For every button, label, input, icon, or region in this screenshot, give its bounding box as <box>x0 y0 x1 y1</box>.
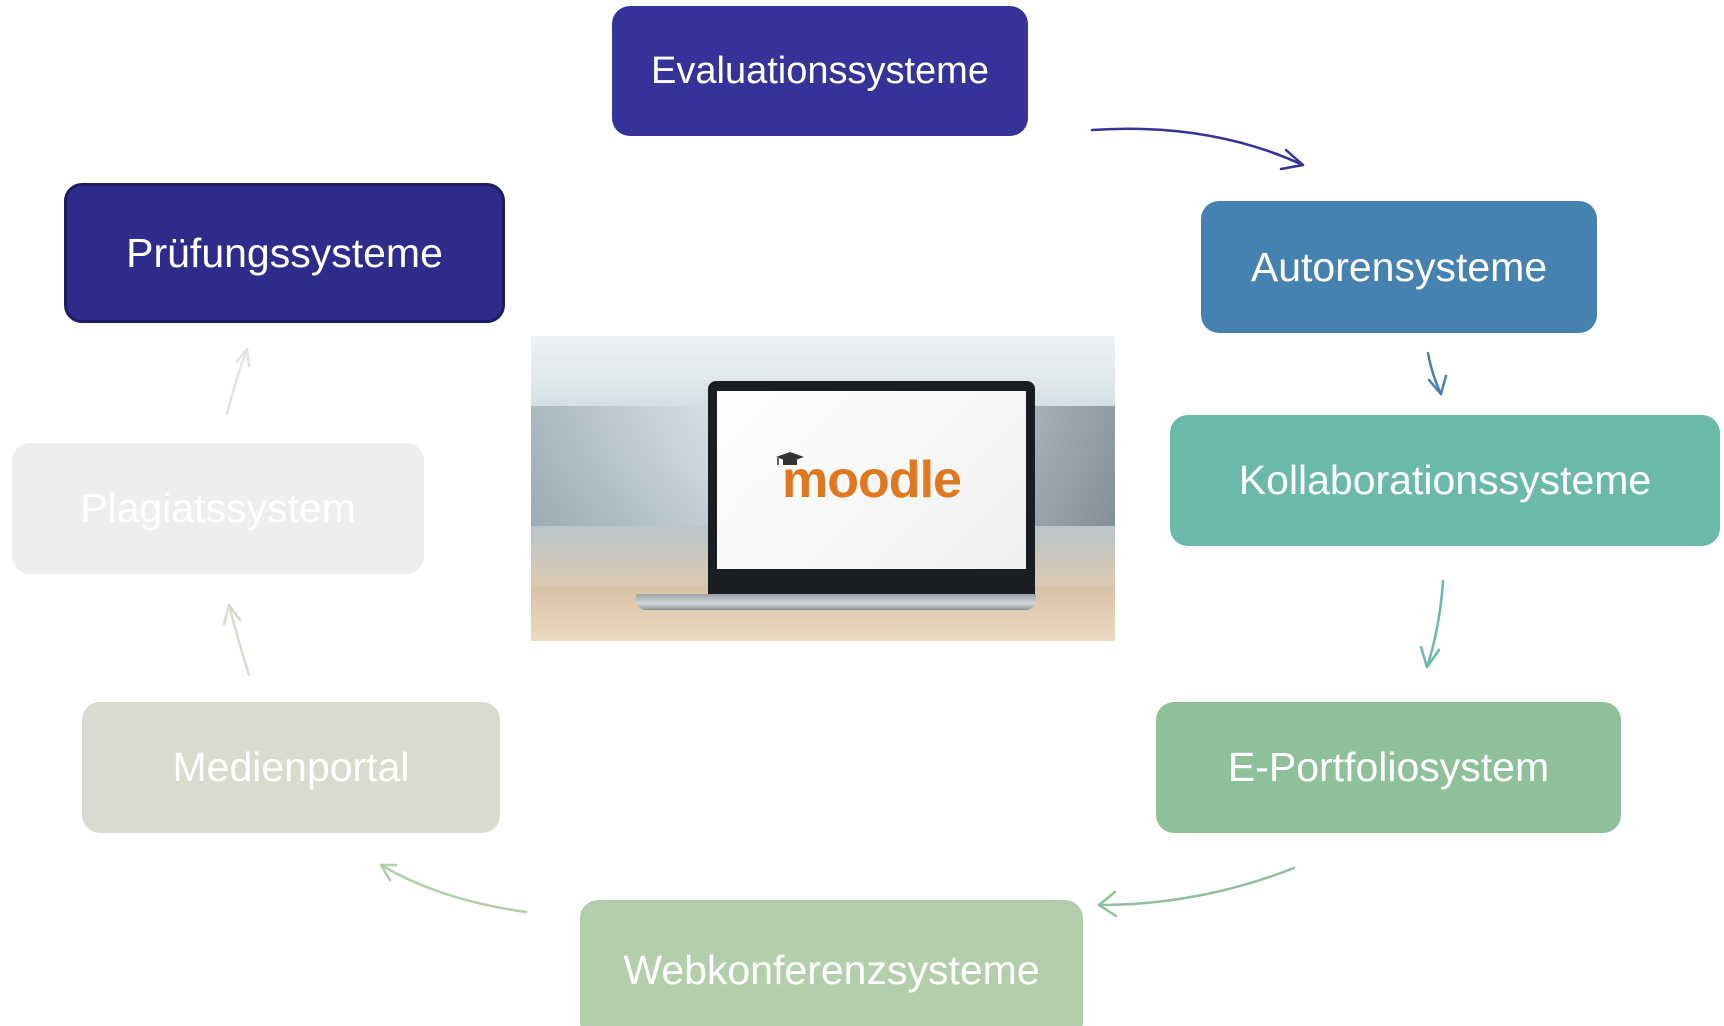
node-label: Prüfungssysteme <box>126 229 443 276</box>
arrow-autoren-to-kollaboration <box>1426 351 1448 396</box>
arrow-medien-to-plagiat <box>222 603 251 677</box>
node-webkonferenzsysteme: Webkonferenzsysteme <box>580 900 1083 1026</box>
laptop-photo: moodle <box>531 336 1115 641</box>
laptop-screen: moodle <box>708 381 1035 601</box>
node-kollaborationssysteme: Kollaborationssysteme <box>1170 415 1720 546</box>
node-label: Medienportal <box>172 744 410 790</box>
arrow-eportfolio-to-webkonferenz <box>1097 866 1296 918</box>
laptop-display: moodle <box>717 391 1026 569</box>
node-e-portfoliosystem: E-Portfoliosystem <box>1156 702 1621 833</box>
node-label: Webkonferenzsysteme <box>623 946 1040 993</box>
node-evaluationssysteme: Evaluationssysteme <box>612 6 1028 136</box>
arrow-evaluation-to-autoren <box>1090 127 1305 171</box>
node-label: Evaluationssysteme <box>651 49 989 92</box>
node-label: Autorensysteme <box>1250 243 1548 290</box>
node-label: Plagiatssystem <box>80 485 356 531</box>
node-pruefungssysteme: Prüfungssysteme <box>64 183 505 323</box>
arrow-webkonferenz-to-medien <box>379 863 528 914</box>
node-label: E-Portfoliosystem <box>1227 744 1550 790</box>
moodle-logo: moodle <box>776 450 962 510</box>
laptop-base <box>636 594 1036 610</box>
node-medienportal: Medienportal <box>82 702 500 833</box>
node-label: Kollaborationssysteme <box>1238 457 1652 503</box>
graduation-cap-icon <box>776 452 805 465</box>
arrow-plagiat-to-pruefung <box>225 347 251 416</box>
node-plagiatssystem: Plagiatssystem <box>12 443 424 574</box>
moodle-logo-text: moodle <box>782 451 962 509</box>
arrow-kollaboration-to-eportfolio <box>1419 579 1445 669</box>
node-autorensysteme: Autorensysteme <box>1201 201 1597 333</box>
